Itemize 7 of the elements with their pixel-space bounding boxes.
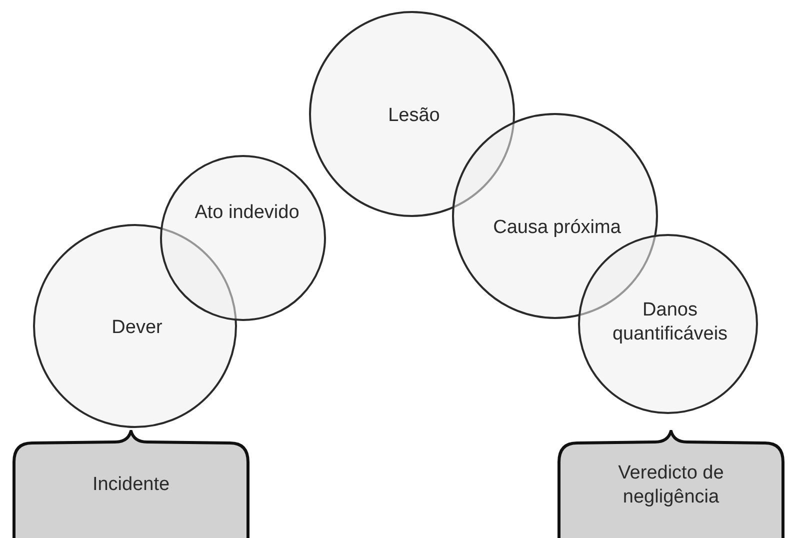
box-label: Incidente: [91, 473, 171, 497]
box-label: Veredicto de negligência: [617, 461, 725, 509]
circle-label: Causa próxima: [492, 216, 622, 240]
circle-label: Ato indevido: [194, 201, 300, 225]
circle-label: Lesão: [387, 104, 441, 128]
circle-label: Dever: [110, 316, 164, 340]
circle-label: Danos quantificáveis: [611, 298, 729, 346]
